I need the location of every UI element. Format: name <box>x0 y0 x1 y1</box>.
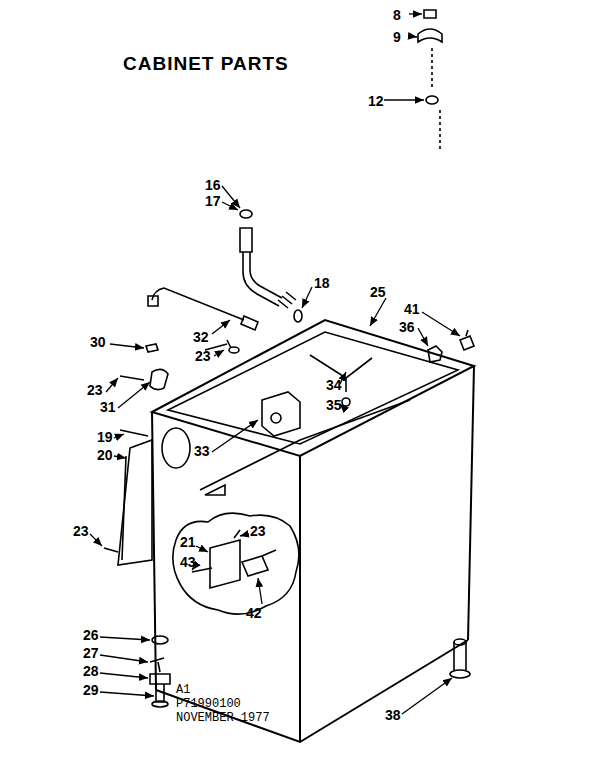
callout-number: 34 <box>326 378 342 392</box>
callout-number: 32 <box>193 330 209 344</box>
callout-number: 33 <box>194 444 210 458</box>
callout-number: 31 <box>100 400 116 414</box>
callout-number: 25 <box>370 285 386 299</box>
drawing-note: P71990100 <box>176 698 241 710</box>
callout-number: 42 <box>246 606 262 620</box>
callout-number: 9 <box>393 30 401 44</box>
drawing-note: NOVEMBER 1977 <box>176 712 270 724</box>
callout-number: 28 <box>83 664 99 678</box>
callout-number: 19 <box>97 430 113 444</box>
callout-number: 26 <box>83 628 99 642</box>
callout-number: 23 <box>195 349 211 363</box>
diagram-title: CABINET PARTS <box>123 54 289 73</box>
callout-number: 43 <box>180 555 196 569</box>
drawing-note: A1 <box>176 684 190 696</box>
callout-number: 30 <box>90 335 106 349</box>
callout-number: 23 <box>250 524 266 538</box>
callout-number: 29 <box>83 683 99 697</box>
callout-number: 23 <box>87 383 103 397</box>
callout-number: 36 <box>399 320 415 334</box>
callout-number: 23 <box>73 524 89 538</box>
callout-number: 21 <box>180 535 196 549</box>
callout-number: 38 <box>385 708 401 722</box>
callout-number: 35 <box>326 398 342 412</box>
callout-number: 16 <box>205 178 221 192</box>
callout-number: 12 <box>368 94 384 108</box>
callout-number: 41 <box>404 302 420 316</box>
callout-number: 18 <box>314 276 330 290</box>
callout-number: 20 <box>97 448 113 462</box>
callout-number: 27 <box>83 646 99 660</box>
callout-number: 8 <box>393 8 401 22</box>
callout-number: 17 <box>205 194 221 208</box>
